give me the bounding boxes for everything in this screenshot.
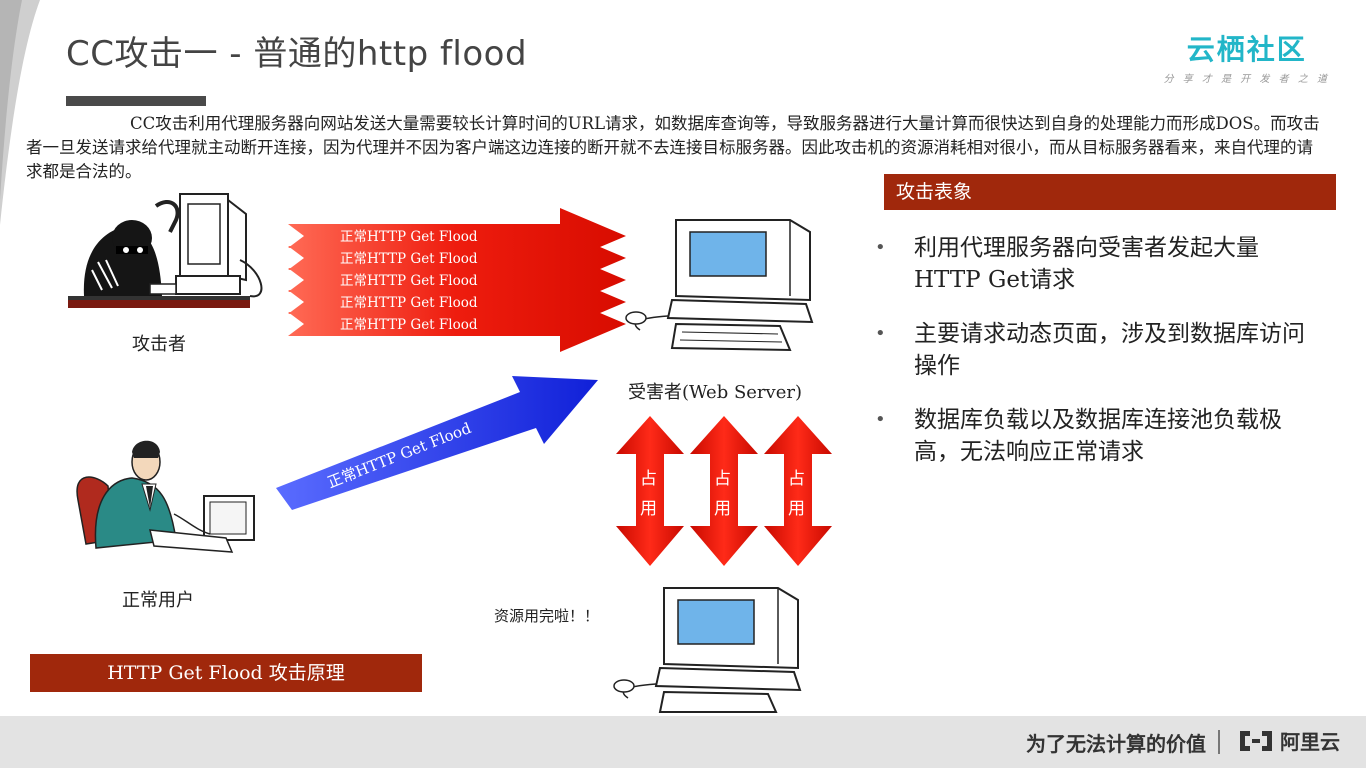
intro-paragraph: CC攻击利用代理服务器向网站发送大量需要较长计算时间的URL请求，如数据库查询等…	[26, 112, 1326, 184]
page-curl-decoration	[0, 0, 40, 225]
attack-arrow: 正常HTTP Get Flood	[288, 274, 626, 330]
symptoms-list: • 利用代理服务器向受害者发起大量HTTP Get请求 • 主要请求动态页面，涉及到…	[872, 232, 1322, 490]
symptom-text: 主要请求动态页面，涉及到数据库访问操作	[914, 321, 1305, 379]
occupy-arrow: 占 用	[690, 416, 758, 566]
attack-arrows: 正常HTTP Get Flood 正常HTTP Get Flood 正常HTTP…	[288, 208, 626, 352]
occupy-label-bottom: 用	[714, 499, 731, 519]
normal-user-icon	[76, 440, 255, 553]
page-title: CC攻击一 - 普通的http flood	[66, 34, 528, 74]
diagram-caption: HTTP Get Flood 攻击原理	[30, 654, 422, 692]
attack-arrow: 正常HTTP Get Flood	[288, 208, 626, 264]
attacker-icon	[68, 193, 263, 308]
attack-arrow: 正常HTTP Get Flood	[288, 252, 626, 308]
footer-divider	[1218, 730, 1220, 754]
attack-arrow-label: 正常HTTP Get Flood	[340, 317, 478, 333]
attack-arrow-label: 正常HTTP Get Flood	[340, 229, 478, 245]
occupy-arrow: 占 用	[616, 416, 684, 566]
symptom-item: • 数据库负载以及数据库连接池负载极高，无法响应正常请求	[872, 404, 1322, 468]
occupy-label-bottom: 用	[788, 499, 805, 519]
footer-tagline: 为了无法计算的价值	[1026, 732, 1206, 756]
occupy-label-bottom: 用	[640, 499, 657, 519]
attacker-label: 攻击者	[132, 334, 186, 355]
symptom-text: 利用代理服务器向受害者发起大量HTTP Get请求	[914, 235, 1259, 293]
victim-server-icon	[625, 219, 814, 352]
footer-company: 阿里云	[1280, 730, 1340, 754]
symptom-item: • 主要请求动态页面，涉及到数据库访问操作	[872, 318, 1322, 382]
aliyun-logo-icon	[1240, 730, 1272, 751]
symptom-text: 数据库负载以及数据库连接池负载极高，无法响应正常请求	[914, 407, 1282, 465]
occupy-label-top: 占	[640, 469, 657, 489]
attack-arrow: 正常HTTP Get Flood	[288, 230, 626, 286]
footer: 为了无法计算的价值 阿里云	[0, 716, 1366, 768]
intro-text: CC攻击利用代理服务器向网站发送大量需要较长计算时间的URL请求，如数据库查询等…	[26, 114, 1320, 181]
brand-logo: 云栖社区 分 享 才 是 开 发 者 之 道	[1164, 28, 1330, 85]
normal-request-arrow: 正常HTTP Get Flood	[276, 376, 598, 510]
bullet-icon: •	[875, 323, 886, 344]
resource-server-icon	[613, 587, 802, 713]
victim-label: 受害者(Web Server)	[628, 382, 802, 403]
symptom-item: • 利用代理服务器向受害者发起大量HTTP Get请求	[872, 232, 1322, 296]
attack-arrow-label: 正常HTTP Get Flood	[340, 295, 478, 311]
aliyun-logo: 阿里云	[1236, 726, 1340, 755]
occupy-label-top: 占	[714, 469, 731, 489]
attack-diagram: 正常HTTP Get Flood 正常HTTP Get Flood 正常HTTP…	[68, 193, 832, 713]
attack-arrow-label: 正常HTTP Get Flood	[340, 273, 478, 289]
exhausted-label: 资源用完啦！！	[494, 607, 600, 625]
brand-name: 云栖社区	[1186, 33, 1307, 66]
attack-arrow: 正常HTTP Get Flood	[288, 296, 626, 352]
occupy-arrow: 占 用	[764, 416, 832, 566]
occupy-arrows: 占 用 占 用 占 用	[616, 416, 832, 566]
brand-slogan: 分 享 才 是 开 发 者 之 道	[1163, 74, 1330, 85]
attack-arrow-label: 正常HTTP Get Flood	[340, 251, 478, 267]
user-label: 正常用户	[122, 590, 194, 611]
title-underline	[66, 96, 206, 106]
symptoms-heading: 攻击表象	[884, 174, 1336, 210]
bullet-icon: •	[875, 237, 886, 258]
bullet-icon: •	[875, 409, 886, 430]
occupy-label-top: 占	[788, 469, 805, 489]
